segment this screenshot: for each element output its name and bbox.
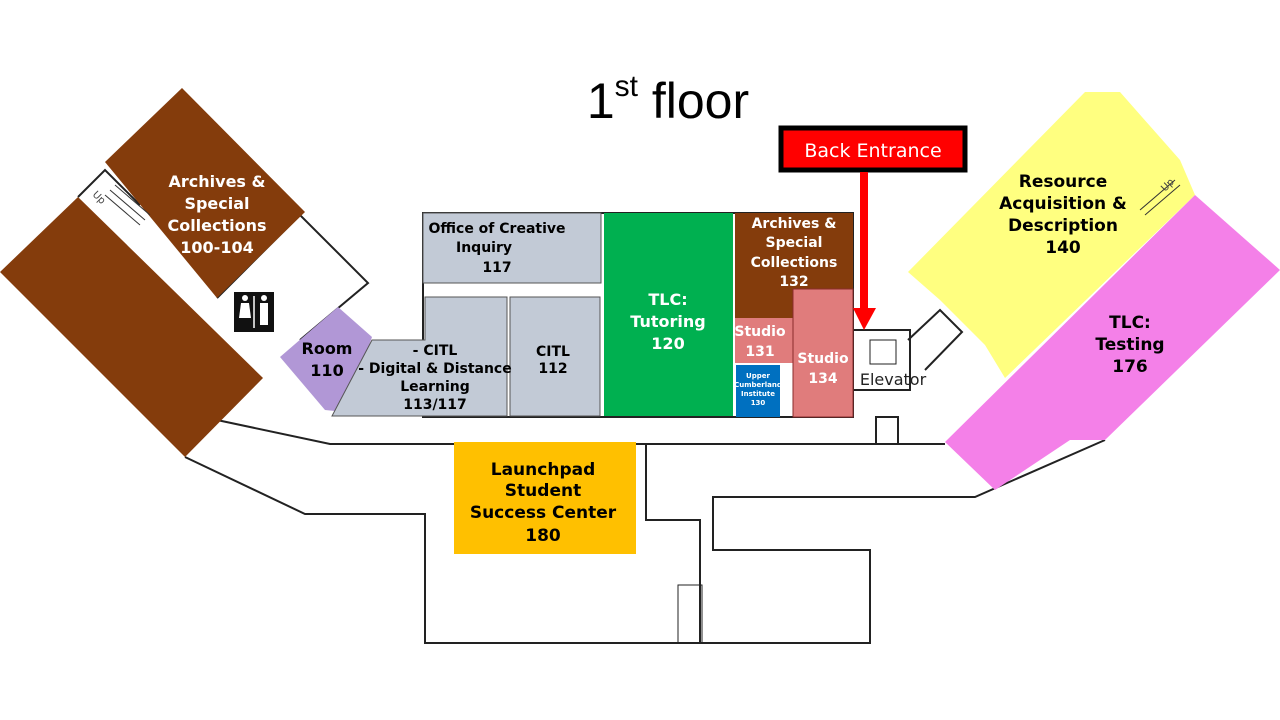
room-studio-134[interactable] [792, 288, 854, 418]
room-studio-131[interactable] [735, 318, 793, 363]
room-archives-132[interactable] [735, 213, 853, 318]
restroom-icon [234, 292, 274, 332]
room-tutoring-120[interactable] [604, 213, 733, 416]
room-institute-130[interactable] [736, 365, 780, 417]
room-testing-176[interactable] [945, 195, 1280, 490]
elevator-label: Elevator [860, 370, 927, 389]
room-citl-113[interactable] [331, 296, 508, 417]
room-citl-112[interactable] [509, 296, 601, 417]
room-archives-big-left[interactable] [0, 197, 263, 457]
page-title: 1st floor [587, 70, 749, 129]
back-entrance-box [778, 125, 968, 173]
stairs-up-label-left: Up [90, 189, 107, 206]
room-archives-100[interactable] [105, 88, 305, 298]
room-launchpad-180[interactable] [454, 442, 636, 554]
room-resource-140[interactable] [908, 92, 1195, 378]
back-entrance-label: Back Entrance [804, 140, 941, 162]
arrow-down-icon [853, 172, 876, 330]
room-office-117[interactable] [422, 212, 602, 284]
stairs-icon [104, 179, 1181, 226]
